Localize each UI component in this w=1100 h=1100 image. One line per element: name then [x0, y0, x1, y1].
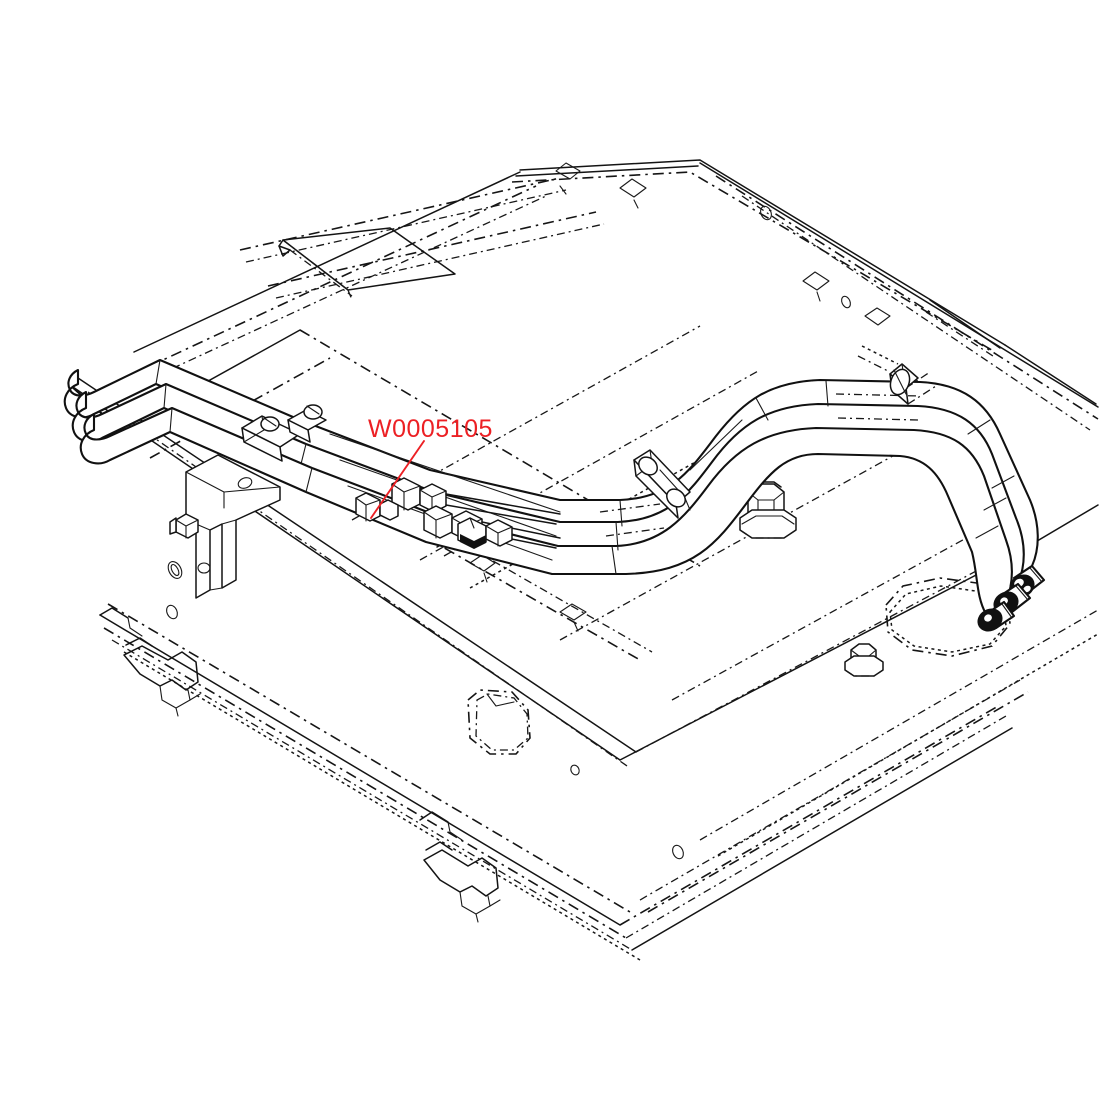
upper-panel-structure	[133, 159, 1099, 431]
small-boss	[844, 643, 884, 677]
hose-clamp-mid	[633, 449, 691, 519]
hose-clamp-right	[857, 345, 937, 405]
callout-part-number: W0005105	[368, 415, 493, 443]
hose-clamp-left	[241, 404, 327, 462]
mounting-bracket	[167, 454, 281, 599]
hose-end-fittings	[977, 564, 1046, 632]
callout-leader-line	[370, 440, 425, 519]
hose-couplers	[355, 477, 561, 549]
oval-access-hole	[467, 689, 531, 755]
hose-crimp-bands	[611, 380, 1015, 575]
chassis-frame-rails	[99, 603, 1099, 961]
hydraulic-hose-assembly	[63, 345, 1046, 632]
